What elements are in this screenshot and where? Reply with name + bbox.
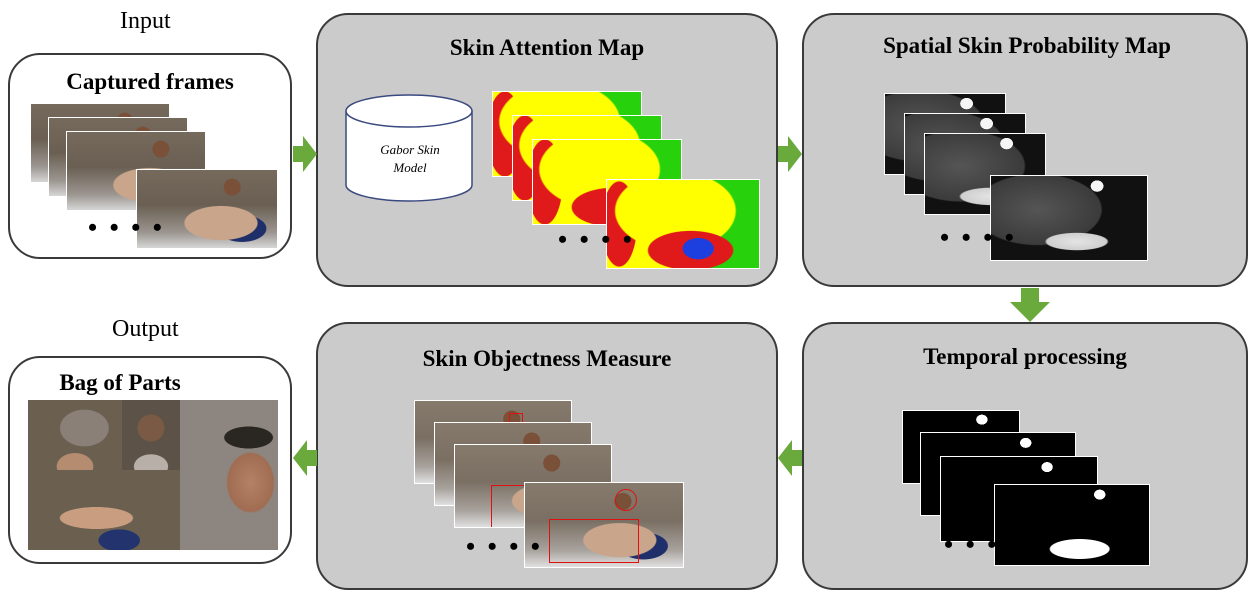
input-label: Input: [120, 8, 171, 34]
skin-objectness-panel: Skin Objectness Measure • • • •: [316, 322, 778, 590]
arrow-left-1-icon: [778, 440, 802, 476]
captured-frames-title: Captured frames: [66, 69, 234, 94]
spatial-probability-panel: Spatial Skin Probability Map • • • •: [802, 13, 1248, 287]
output-label: Output: [112, 316, 179, 342]
objectness-ellipsis: • • • •: [466, 532, 543, 561]
arrow-down-icon: [1010, 288, 1050, 322]
skin-attention-panel: Skin Attention Map Gabor Skin Model • • …: [316, 13, 778, 287]
binary-mask-4: [994, 484, 1150, 566]
objectness-frame-4: [524, 482, 684, 568]
captured-frames-ellipsis: • • • •: [88, 213, 165, 242]
part-crop-arm: [28, 400, 122, 470]
spatial-probability-title: Spatial Skin Probability Map: [883, 33, 1171, 58]
part-crop-head: [122, 400, 180, 470]
captured-frames-panel: Captured frames • • • •: [8, 53, 292, 259]
probability-ellipsis: • • • •: [940, 223, 1017, 252]
arrow-right-2-icon: [778, 136, 802, 172]
temporal-processing-title: Temporal processing: [923, 344, 1127, 369]
attention-ellipsis: • • • •: [558, 225, 635, 254]
gabor-skin-model-label: Gabor Skin Model: [380, 142, 440, 175]
temporal-processing-panel: Temporal processing • • • •: [802, 322, 1248, 590]
skin-attention-title: Skin Attention Map: [449, 35, 645, 60]
skin-objectness-title: Skin Objectness Measure: [422, 346, 672, 371]
temporal-ellipsis: • • • •: [944, 530, 1021, 559]
attention-map-4: [606, 179, 760, 269]
bag-of-parts-title: Bag of Parts: [59, 370, 181, 395]
captured-frame-4: [136, 169, 278, 249]
probability-map-4: [990, 175, 1148, 261]
arrow-right-1-icon: [293, 136, 317, 172]
bag-of-parts-panel: Bag of Parts: [8, 356, 292, 564]
arrow-left-2-icon: [293, 440, 317, 476]
part-crop-face: [180, 400, 278, 550]
part-crop-legs: [28, 470, 180, 550]
gabor-database-icon: [345, 94, 473, 202]
